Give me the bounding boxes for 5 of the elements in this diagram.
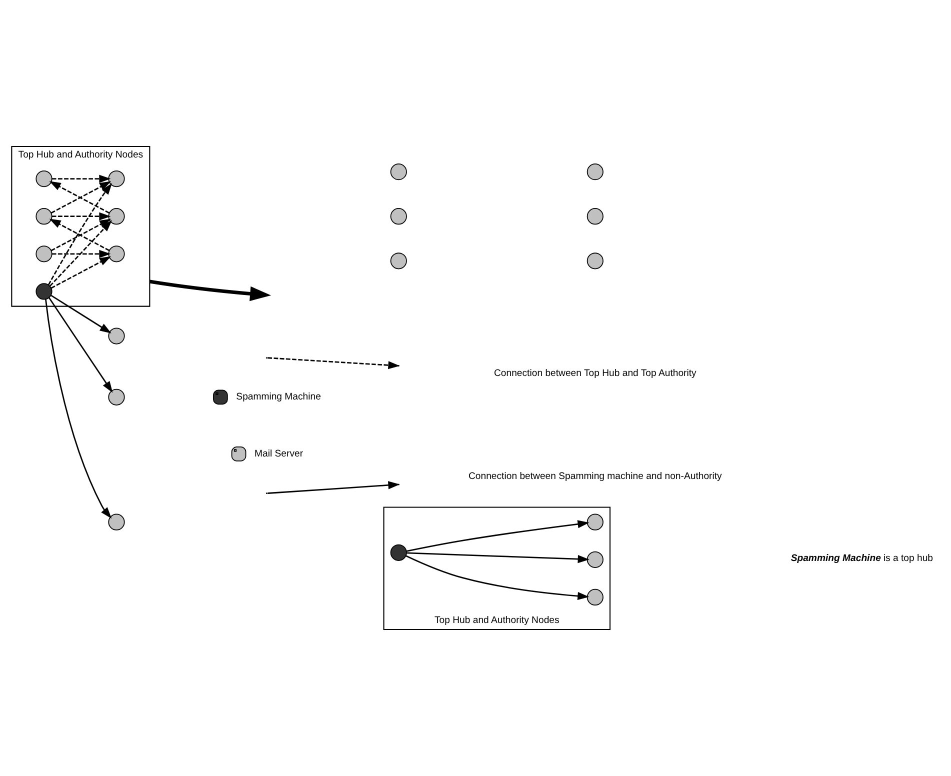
legend-label: Mail Server [254,448,304,460]
legend-label: Spamming Machine [236,392,321,403]
legend-label: Connection between Top Hub and Top Authority [494,368,696,380]
label: Spamming Machine is a top hub [790,553,934,564]
legend-label: Connection between Spamming machine and non-Authority [468,471,722,482]
